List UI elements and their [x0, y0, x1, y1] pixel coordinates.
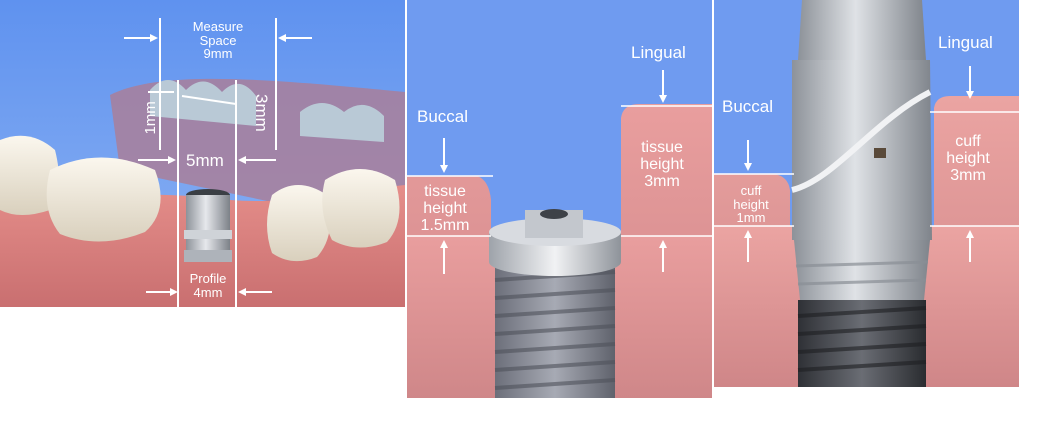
lingual-cuff-line-3: 3mm: [950, 166, 986, 184]
lingual-tissue-line-2: height: [640, 155, 684, 173]
dimension-1mm: 1mm: [141, 101, 159, 135]
buccal-tissue-line-1: tissue: [424, 183, 466, 200]
measure-space-line-2: Space: [199, 32, 237, 48]
buccal-tissue-line-2: height: [423, 199, 467, 217]
buccal-cuff-line-1: cuff: [740, 183, 762, 198]
buccal-tissue-height-label: tissue height 1.5mm: [415, 183, 475, 234]
buccal-cuff-line-3: 1mm: [736, 210, 766, 226]
lingual-label: Lingual: [938, 33, 993, 52]
dimension-3mm: 3mm: [251, 94, 271, 132]
profile-line-1: Profile: [189, 271, 227, 286]
implant-tissue-illustration: [407, 0, 712, 398]
lingual-cuff-line-2: height: [946, 149, 990, 167]
lingual-tissue-line-1: tissue: [641, 139, 683, 156]
lingual-cuff-height-label: cuff height 3mm: [940, 133, 996, 184]
buccal-tissue-line-3: 1.5mm: [420, 216, 470, 234]
lingual-tissue-height-label: tissue height 3mm: [631, 139, 693, 190]
measure-space-line-1: Measure: [192, 19, 244, 34]
lingual-label: Lingual: [631, 43, 686, 62]
buccal-cuff-height-label: cuff height 1mm: [724, 184, 778, 225]
lingual-tissue-line-3: 3mm: [644, 172, 680, 190]
abutment-cuff-illustration: [714, 0, 1019, 387]
implant-threads: [494, 262, 616, 398]
buccal-label: Buccal: [722, 97, 774, 116]
profile-line-2: 4mm: [193, 284, 223, 300]
cuff-height-panel: Buccal Lingual cuff height 1mm cuff heig…: [714, 0, 1019, 387]
measure-space-line-3: 9mm: [203, 46, 233, 62]
measure-space-label: Measure Space 9mm: [178, 20, 258, 61]
profile-label: Profile 4mm: [184, 272, 232, 299]
dimension-5mm: 5mm: [186, 151, 224, 170]
measure-space-panel: Measure Space 9mm 1mm 3mm 5mm Profile 4m…: [0, 0, 405, 307]
buccal-label: Buccal: [417, 107, 469, 126]
tissue-height-panel: Buccal Lingual tissue height 1.5mm tissu…: [407, 0, 712, 398]
buccal-cuff-line-2: height: [733, 196, 769, 212]
dental-model-illustration: [0, 0, 405, 307]
lingual-cuff-line-1: cuff: [955, 133, 981, 150]
